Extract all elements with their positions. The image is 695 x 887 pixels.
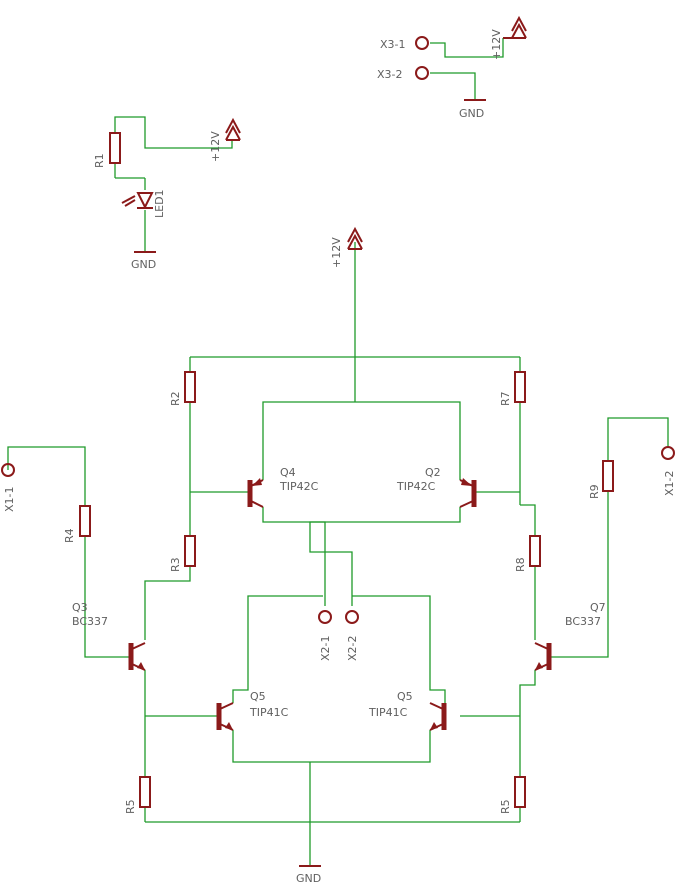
supply-label-top: +12V [330,237,343,268]
resistor-label-r8: R8 [514,557,527,572]
transistor-ref-q2: Q2 [425,466,441,479]
resistor-label-r5-right: R5 [499,799,512,814]
connector-label-x3-2: X3-2 [377,68,403,81]
resistor-r9: R9 [588,460,614,499]
transistor-part-q7: BC337 [565,615,601,628]
ground-symbol-bottom: GND [296,865,321,885]
transistor-ref-q5-left: Q5 [250,690,266,703]
supply-symbol-top: +12V [330,226,363,268]
supply-symbol-led: +12V [209,117,241,162]
transistor-part-q4: TIP42C [279,480,319,493]
supply-label-connector: +12V [490,29,503,60]
ground-label-connector: GND [459,107,484,120]
transistor-part-q5-left: TIP41C [249,706,289,719]
transistor-part-q2: TIP42C [396,480,436,493]
transistor-q3: Q3 BC337 [72,601,146,671]
resistor-label-r1: R1 [93,153,106,168]
transistor-q5-right: Q5 TIP41C [368,690,447,731]
resistor-r4: R4 [63,505,91,543]
resistor-label-r2: R2 [169,391,182,406]
connector-x2-2: X2-2 [345,610,359,661]
transistor-q5-left: Q5 TIP41C [216,690,289,731]
resistor-r7: R7 [499,371,526,406]
connector-label-x1-2: X1-2 [663,470,676,496]
connector-x2-1: X2-1 [318,610,332,661]
resistor-r1: R1 [93,132,121,168]
supply-symbol-connector: +12V [490,15,527,60]
resistor-r5-right: R5 [499,776,526,814]
led-1: LED1 [121,189,166,218]
connector-label-x2-2: X2-2 [346,635,359,661]
resistor-r3: R3 [169,535,196,572]
ground-symbol-led: GND [131,251,156,271]
transistor-part-q3: BC337 [72,615,108,628]
resistor-r2: R2 [169,371,196,406]
connector-label-x2-1: X2-1 [319,635,332,661]
resistor-label-r9: R9 [588,484,601,499]
resistor-label-r3: R3 [169,557,182,572]
connector-x1-1: X1-1 [1,463,16,512]
resistor-label-r5-left: R5 [124,799,137,814]
transistor-ref-q3: Q3 [72,601,88,614]
ground-symbol-connector: GND [459,99,486,120]
ground-label-bottom: GND [296,872,321,885]
transistor-q7: Q7 BC337 [534,601,606,671]
transistor-ref-q7: Q7 [590,601,606,614]
connector-label-x3-1: X3-1 [380,38,406,51]
wires [7,38,669,866]
led-label: LED1 [153,189,166,218]
resistor-r8: R8 [514,535,541,572]
connector-x3-1: X3-1 [380,36,429,51]
transistor-part-q5-right: TIP41C [368,706,408,719]
transistor-ref-q5-right: Q5 [397,690,413,703]
transistor-q4: Q4 TIP42C [247,466,319,508]
connector-x1-2: X1-2 [661,446,676,496]
resistor-label-r4: R4 [63,528,76,543]
connector-label-x1-1: X1-1 [3,486,16,512]
transistor-ref-q4: Q4 [280,466,296,479]
supply-label-led: +12V [209,131,222,162]
connector-x3-2: X3-2 [377,66,429,81]
resistor-label-r7: R7 [499,391,512,406]
resistor-r5-left: R5 [124,776,151,814]
transistor-q2: Q2 TIP42C [396,466,477,508]
ground-label-led: GND [131,258,156,271]
